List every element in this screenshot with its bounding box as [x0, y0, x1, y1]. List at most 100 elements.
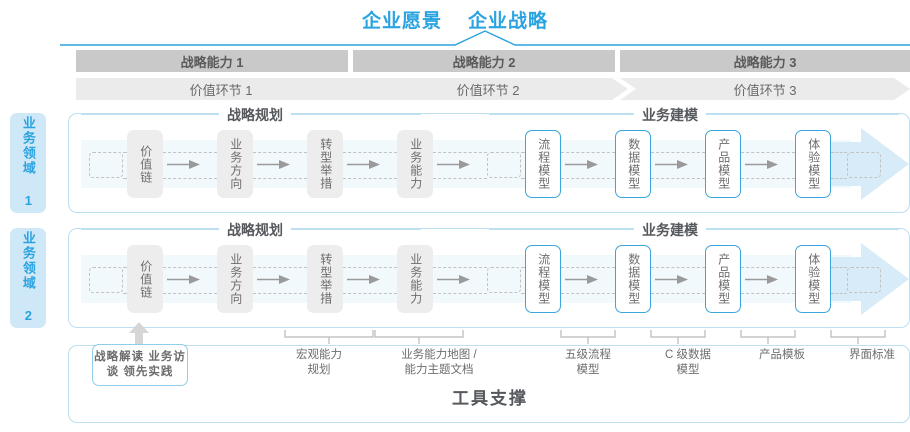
process-node-价值链[interactable]: 价值链: [127, 245, 163, 313]
process-node-业务能力[interactable]: 业务能力: [397, 130, 433, 198]
capability-cell-2[interactable]: 战略能力 2: [353, 50, 615, 72]
value-chevron-label: 价值环节 3: [733, 82, 797, 98]
domain-row-2: 战略规划业务建模价值链业务方向转型举措业务能力流程模型数据模型产品模型体验模型: [68, 220, 910, 328]
step-arrow-icon: [437, 159, 471, 170]
step-arrow-icon: [347, 159, 381, 170]
process-node-label: 业务方向: [228, 138, 243, 190]
tool-label-6: 界面标准: [849, 349, 895, 361]
sidebar-label-2: 业务领域 2: [20, 231, 36, 325]
process-node-产品模型[interactable]: 产品模型: [705, 130, 741, 198]
process-node-转型举措[interactable]: 转型举措: [307, 130, 343, 198]
process-node-label: 体验模型: [806, 138, 821, 190]
dashed-connector: [561, 178, 615, 179]
dashed-connector: [741, 293, 795, 294]
process-node-转型举措[interactable]: 转型举措: [307, 245, 343, 313]
dashed-connector: [253, 178, 307, 179]
step-arrow-icon: [655, 274, 689, 285]
sidebar-item-business-domain-1[interactable]: 业务领域 1: [10, 113, 46, 213]
step-arrow-icon: [437, 274, 471, 285]
value-chevron-1[interactable]: 价值环节 1: [76, 78, 366, 100]
tool-support-title: 工具支撑: [452, 389, 528, 408]
process-node-label: 产品模型: [716, 253, 731, 305]
dashed-connector: [433, 152, 487, 153]
process-node-label: 价值链: [138, 144, 153, 184]
step-arrow-icon: [565, 159, 599, 170]
step-arrow-icon: [167, 159, 201, 170]
up-arrow-icon: [128, 322, 150, 348]
process-node-label: 转型举措: [318, 253, 333, 305]
value-chevron-2[interactable]: 价值环节 2: [348, 78, 628, 100]
dashed-connector: [831, 293, 847, 294]
dashed-connector: [741, 178, 795, 179]
section-title-business-modeling: 业务建模: [634, 105, 706, 125]
dashed-connector: [561, 152, 615, 153]
step-arrow-icon: [347, 274, 381, 285]
value-chain-bar: 价值环节 1 价值环节 2 价值环节 3: [76, 78, 910, 100]
bracket-connector-4: [650, 330, 706, 344]
process-node-流程模型[interactable]: 流程模型: [525, 130, 561, 198]
dashed-connector: [741, 152, 795, 153]
section-title-business-modeling: 业务建模: [634, 220, 706, 240]
placeholder-node-2: [487, 267, 521, 293]
dashed-connector: [343, 267, 397, 268]
domain-row-1: 战略规划 业务建模价值链 业务方向 转型举措 业务能力 流程模型 数据模型 产品模型 体验模型: [68, 105, 910, 213]
dashed-connector: [651, 152, 705, 153]
bracket-connector-3: [560, 330, 616, 344]
process-node-label: 体验模型: [806, 253, 821, 305]
process-node-label: 业务能力: [408, 138, 423, 190]
step-arrow-icon: [257, 159, 291, 170]
process-node-label: 业务能力: [408, 253, 423, 305]
dashed-connector: [561, 267, 615, 268]
process-node-业务能力[interactable]: 业务能力: [397, 245, 433, 313]
process-node-业务方向[interactable]: 业务方向: [217, 130, 253, 198]
dashed-connector: [651, 178, 705, 179]
dashed-connector: [433, 178, 487, 179]
dashed-connector: [163, 267, 217, 268]
placeholder-node-2: [487, 152, 521, 178]
dashed-connector: [163, 152, 217, 153]
dashed-connector: [123, 267, 127, 268]
sidebar-label-1: 业务领域 1: [20, 116, 36, 210]
process-node-体验模型[interactable]: 体验模型: [795, 245, 831, 313]
process-node-数据模型[interactable]: 数据模型: [615, 130, 651, 198]
placeholder-node-3: [847, 152, 881, 178]
capability-cell-1[interactable]: 战略能力 1: [76, 50, 348, 72]
process-node-价值链[interactable]: 价值链: [127, 130, 163, 198]
placeholder-node-3: [847, 267, 881, 293]
tool-label-5: 产品模板: [759, 349, 805, 361]
process-node-label: 数据模型: [626, 138, 641, 190]
dashed-connector: [651, 293, 705, 294]
tool-card-strategy[interactable]: 战略解读 业务访谈 领先实践: [92, 344, 188, 386]
process-node-label: 价值链: [138, 259, 153, 299]
process-node-体验模型[interactable]: 体验模型: [795, 130, 831, 198]
value-chevron-3[interactable]: 价值环节 3: [620, 78, 910, 100]
dashed-connector: [253, 267, 307, 268]
process-node-产品模型[interactable]: 产品模型: [705, 245, 741, 313]
tool-label-4: C 级数据 模型: [665, 349, 711, 376]
placeholder-node-1: [89, 267, 123, 293]
dashed-connector: [123, 293, 127, 294]
process-node-label: 产品模型: [716, 138, 731, 190]
dashed-connector: [831, 178, 847, 179]
step-arrow-icon: [565, 274, 599, 285]
dashed-connector: [123, 178, 127, 179]
capability-cell-label: 战略能力 3: [733, 54, 797, 70]
step-arrow-icon: [655, 159, 689, 170]
step-arrow-icon: [257, 274, 291, 285]
value-chevron-label: 价值环节 1: [189, 82, 253, 98]
section-title-strategy-planning: 战略规划: [219, 105, 291, 125]
dashed-connector: [741, 267, 795, 268]
capability-cell-label: 战略能力 1: [180, 54, 244, 70]
process-node-label: 业务方向: [228, 253, 243, 305]
process-node-label: 转型举措: [318, 138, 333, 190]
capability-cell-3[interactable]: 战略能力 3: [620, 50, 910, 72]
tool-support-panel: 工具支撑: [68, 345, 910, 423]
process-node-label: 流程模型: [536, 253, 551, 305]
process-node-流程模型[interactable]: 流程模型: [525, 245, 561, 313]
process-node-业务方向[interactable]: 业务方向: [217, 245, 253, 313]
sidebar-item-business-domain-2[interactable]: 业务领域 2: [10, 228, 46, 328]
dashed-connector: [521, 178, 525, 179]
page-title: 企业愿景 企业战略: [0, 6, 910, 33]
process-node-数据模型[interactable]: 数据模型: [615, 245, 651, 313]
